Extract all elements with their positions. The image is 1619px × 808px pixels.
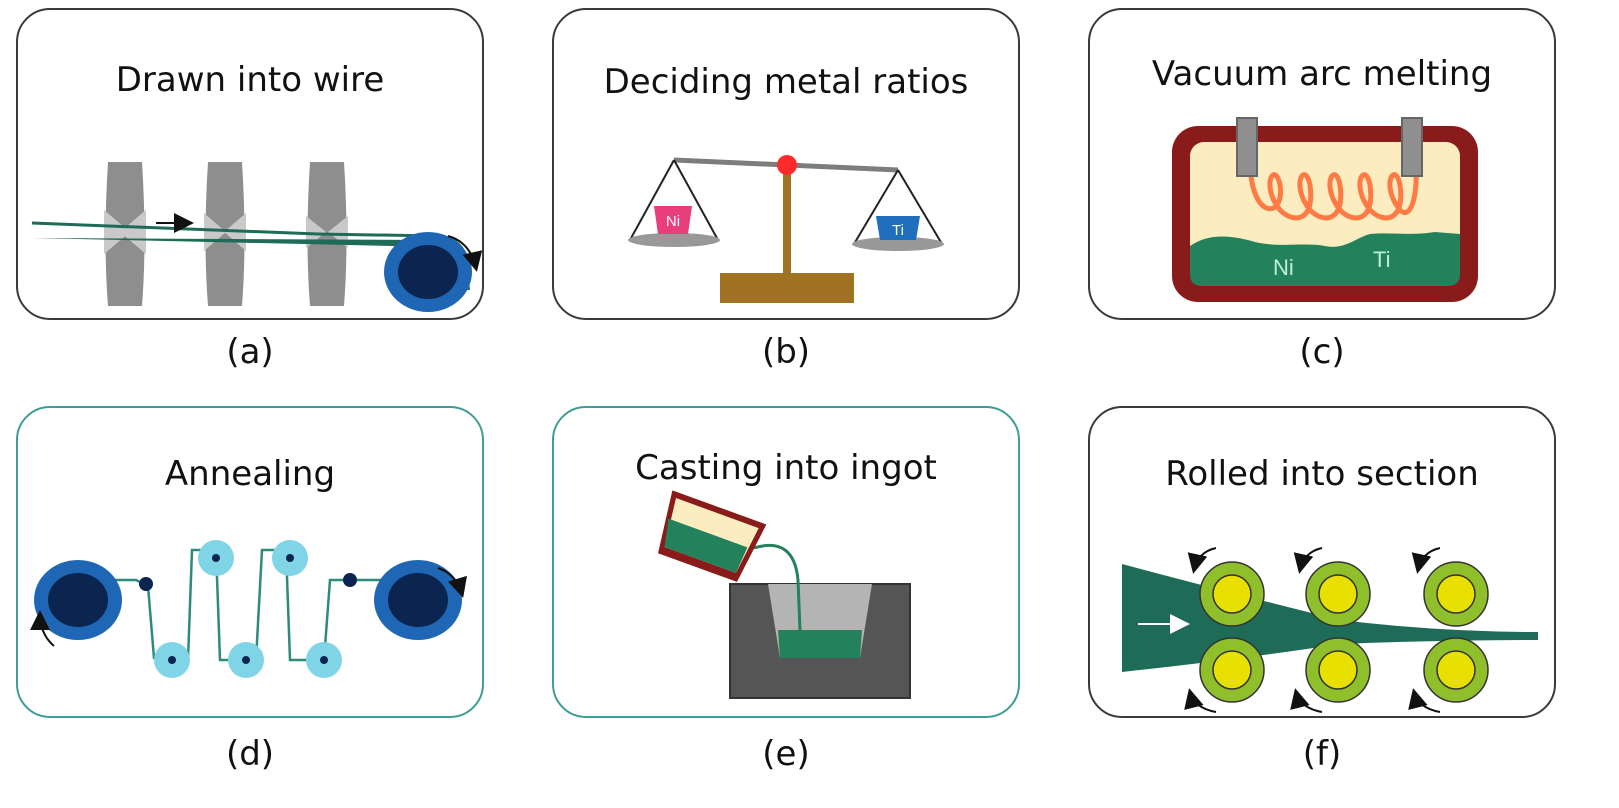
panel-label: (b)	[761, 332, 811, 372]
roller-bottom-2	[1305, 637, 1371, 703]
rotation-arrow	[447, 235, 482, 272]
roller-bottom-3	[1423, 637, 1489, 703]
rotation-arrow-left	[30, 610, 55, 647]
heating-coil	[1247, 159, 1419, 221]
scale-post	[783, 170, 791, 274]
ti-label: Ti	[892, 222, 904, 239]
panel-label: (d)	[225, 734, 275, 774]
panel-label: (e)	[762, 734, 810, 774]
rotation-arrow	[1187, 547, 1217, 574]
panel-label: (c)	[1299, 332, 1345, 372]
anneal-roller	[306, 642, 342, 678]
roller-top-3	[1423, 561, 1489, 627]
wire-spool	[384, 232, 472, 312]
drawing-die-2	[204, 162, 246, 306]
balance-scale-illustration: Ni Ti	[628, 155, 944, 303]
panel-title: Deciding metal ratios	[603, 62, 969, 102]
panel-title: Casting into ingot	[635, 448, 937, 488]
roller-top-2	[1305, 561, 1371, 627]
panel-title: Rolled into section	[1165, 454, 1479, 494]
rotation-arrow-right	[437, 567, 467, 598]
ti-weight	[876, 216, 920, 240]
ni-label: Ni	[666, 213, 680, 230]
anneal-roller	[228, 642, 264, 678]
panel-title: Annealing	[164, 454, 336, 494]
electrode-left	[1236, 117, 1258, 177]
metal-ti-label: Ti	[1373, 247, 1391, 272]
arc-melting-illustration: Ni Ti	[1172, 117, 1478, 302]
scale-base	[720, 273, 854, 303]
panel-vacuum-arc-melting: Vacuum arc melting Ni Ti	[1088, 8, 1556, 320]
cast-metal	[778, 630, 862, 658]
panel-casting-into-ingot: Casting into ingot	[552, 406, 1020, 718]
wire-drawing-illustration	[31, 162, 482, 312]
panel-deciding-metal-ratios: Deciding metal ratios Ni Ti	[552, 8, 1020, 320]
left-pan	[628, 233, 720, 247]
ni-weight	[654, 206, 692, 234]
panel-label: (f)	[1302, 734, 1342, 774]
panel-label: (a)	[226, 332, 274, 372]
drawing-die-1	[104, 162, 146, 306]
supply-spool	[34, 560, 122, 640]
electrode-right	[1401, 117, 1423, 177]
panel-drawn-into-wire: Drawn into wire	[16, 8, 484, 320]
take-up-spool	[374, 560, 462, 640]
roller-top-1	[1199, 561, 1265, 627]
anneal-roller	[154, 642, 190, 678]
right-pan	[852, 237, 944, 251]
guide-pin	[343, 573, 357, 587]
guide-pin	[139, 577, 153, 591]
ladle	[658, 490, 767, 582]
roller-bottom-1	[1199, 637, 1265, 703]
anneal-roller	[198, 540, 234, 576]
rotation-arrow	[1293, 547, 1323, 574]
rotation-arrow	[1408, 688, 1441, 713]
wire	[32, 223, 470, 290]
pour-stream	[753, 543, 802, 631]
panel-title: Drawn into wire	[115, 60, 385, 100]
anneal-roller	[272, 540, 308, 576]
rolling-illustration	[1122, 547, 1538, 713]
metal-ni-label: Ni	[1273, 255, 1294, 280]
rotation-arrow	[1290, 688, 1323, 713]
casting-illustration	[658, 490, 911, 699]
panel-rolled-into-section: Rolled into section	[1088, 406, 1556, 718]
scale-pivot	[777, 155, 797, 175]
molten-metal	[1190, 232, 1460, 286]
panel-title: Vacuum arc melting	[1151, 54, 1493, 94]
annealing-illustration	[30, 540, 467, 678]
rotation-arrow	[1411, 547, 1441, 574]
panel-annealing: Annealing	[16, 406, 484, 718]
rotation-arrow	[1184, 688, 1217, 713]
